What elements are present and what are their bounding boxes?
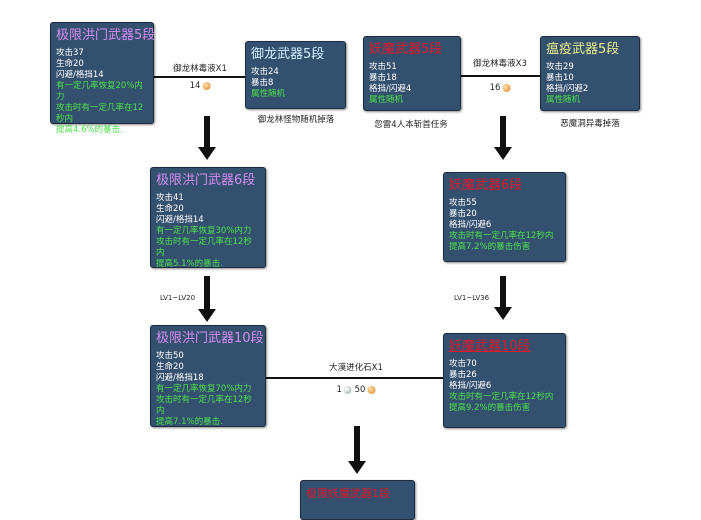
stat: 格挡/闪避6 xyxy=(449,220,492,230)
effect: 提高9.2%的暴击伤害 xyxy=(449,403,531,413)
effect: 有一定几率恢复30%内力 xyxy=(156,226,252,236)
silver-coin-icon xyxy=(343,385,352,394)
stat: 暴击8 xyxy=(251,78,274,88)
stat: 暴击20 xyxy=(449,209,477,219)
stat: 闪避/格挡18 xyxy=(156,373,204,383)
effect: 攻击时有一定几率在12秒内 xyxy=(156,237,252,258)
item-title: 瘟疫武器5段 xyxy=(546,42,620,57)
effect: 攻击时有一定几率在12秒内 xyxy=(449,392,554,402)
stat: 闪避/格挡14 xyxy=(156,215,204,225)
stat: 攻击51 xyxy=(369,62,397,72)
stat: 闪避/格挡14 xyxy=(56,70,104,80)
down-arrow-icon xyxy=(494,116,512,160)
down-arrow-icon xyxy=(348,426,366,474)
stat: 暴击26 xyxy=(449,370,477,380)
item-title: 御龙武器5段 xyxy=(251,47,325,62)
silver-cost: 1 xyxy=(336,385,342,395)
gold-cost: 50 xyxy=(354,385,366,395)
effect: 属性随机 xyxy=(251,89,286,99)
stat: 攻击50 xyxy=(156,351,184,361)
source-label: 御龙林怪物随机掉落 xyxy=(257,115,335,125)
stat: 生命20 xyxy=(56,59,84,69)
item-card-hongmen-10: 极限洪门武器10段 攻击50 生命20 闪避/格挡18 有一定几率恢复70%内力… xyxy=(150,325,266,427)
item-card-hongmen-5: 极限洪门武器5段 攻击37 生命20 闪避/格挡14 有一定几率恢复20%内力 … xyxy=(50,22,156,135)
material-label: 大漠进化石X1 xyxy=(329,363,383,373)
down-arrow-icon xyxy=(198,116,216,160)
effect: 攻击时有一定几率在12秒内 xyxy=(56,103,144,124)
effect: 攻击时有一定几率在12秒内 xyxy=(156,395,252,416)
stat: 攻击37 xyxy=(56,48,84,58)
item-title: 极限妖魔武器1段 xyxy=(306,487,390,500)
item-card-yaomo-5: 妖魔武器5段 攻击51 暴击18 格挡/闪避4 属性随机 xyxy=(363,36,461,111)
item-title: 妖魔武器6段 xyxy=(449,178,523,193)
effect: 提高4.6%的暴击. xyxy=(56,125,123,135)
effect: 属性随机 xyxy=(546,95,581,105)
item-title: 妖魔武器5段 xyxy=(369,42,443,57)
stat: 暴击10 xyxy=(546,73,574,83)
stat: 格挡/闪避4 xyxy=(369,84,412,94)
effect: 提高7.1%的暴击. xyxy=(156,417,223,427)
gold-coin-icon xyxy=(367,385,376,394)
item-card-jixian-yaomo-1: 极限妖魔武器1段 xyxy=(300,480,415,520)
effect: 提高5.1%的暴击. xyxy=(156,259,223,269)
item-card-yaomo-6: 妖魔武器6段 攻击55 暴击20 格挡/闪避6 攻击时有一定几率在12秒内 提高… xyxy=(443,172,566,262)
stat: 生命20 xyxy=(156,362,184,372)
connector xyxy=(266,377,443,379)
item-card-yulong-5: 御龙武器5段 攻击24 暴击8 属性随机 xyxy=(245,41,346,109)
stat: 生命20 xyxy=(156,204,184,214)
effect: 提高7.2%的暴击伤害 xyxy=(449,242,531,252)
item-card-wenyi-5: 瘟疫武器5段 攻击29 暴击10 格挡/闪避2 属性随机 xyxy=(540,36,640,111)
gold-coin-icon xyxy=(202,81,211,90)
stat: 攻击55 xyxy=(449,198,477,208)
item-title: 极限洪门武器5段 xyxy=(56,28,156,43)
item-card-yaomo-10: 妖魔武器10段 攻击70 暴击26 格挡/闪避6 攻击时有一定几率在12秒内 提… xyxy=(443,333,566,428)
cost-label: 14 xyxy=(190,81,211,91)
source-label: 恶魔洞异毒掉落 xyxy=(560,119,620,129)
material-label: 御龙林毒液X3 xyxy=(473,59,527,69)
material-label: 御龙林毒液X1 xyxy=(173,64,227,74)
cost-label: 16 xyxy=(490,83,511,93)
cost-value: 14 xyxy=(189,81,201,91)
stat: 攻击29 xyxy=(546,62,574,72)
item-title: 妖魔武器10段 xyxy=(449,339,531,354)
item-title: 极限洪门武器6段 xyxy=(156,173,256,188)
stat: 格挡/闪避2 xyxy=(546,84,589,94)
item-title: 极限洪门武器10段 xyxy=(156,331,264,346)
stat: 格挡/闪避6 xyxy=(449,381,492,391)
down-arrow-icon xyxy=(198,276,216,322)
source-label: 忽雷4人本斩首任务 xyxy=(374,120,448,130)
stat: 攻击70 xyxy=(449,359,477,369)
effect: 有一定几率恢复70%内力 xyxy=(156,384,252,394)
connector xyxy=(461,75,541,77)
cost-label: 1 50 xyxy=(337,385,376,395)
level-range-label: LV1~LV36 xyxy=(454,294,490,302)
gold-coin-icon xyxy=(502,83,511,92)
connector xyxy=(154,76,245,78)
down-arrow-icon xyxy=(494,276,512,320)
effect: 有一定几率恢复20%内力 xyxy=(56,81,143,102)
effect: 攻击时有一定几率在12秒内 xyxy=(449,231,554,241)
cost-value: 16 xyxy=(489,83,501,93)
stat: 暴击18 xyxy=(369,73,397,83)
level-range-label: LV1~LV20 xyxy=(160,294,196,302)
stat: 攻击41 xyxy=(156,193,184,203)
effect: 属性随机 xyxy=(369,95,404,105)
stat: 攻击24 xyxy=(251,67,279,77)
item-card-hongmen-6: 极限洪门武器6段 攻击41 生命20 闪避/格挡14 有一定几率恢复30%内力 … xyxy=(150,167,266,269)
